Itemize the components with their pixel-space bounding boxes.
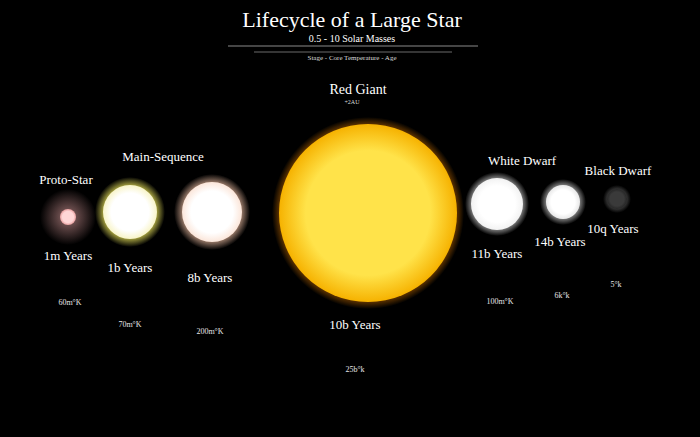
stage-name: Red Giant: [329, 83, 386, 97]
star-glow: [40, 189, 96, 245]
stage-name: Proto-Star: [39, 173, 92, 186]
star-glow: [540, 179, 586, 225]
star-body: [60, 209, 76, 225]
star-node: 1b Years70m°K: [95, 177, 165, 247]
star-glow: [465, 172, 529, 236]
star-figure: [603, 185, 631, 213]
star-glow: [174, 174, 250, 250]
temperature-label: 6k°k: [554, 292, 569, 300]
temperature-label: 60m°K: [58, 299, 81, 307]
stage-name: White Dwarf: [488, 154, 556, 167]
star-body: [182, 182, 242, 242]
star-node: 14b Years6k°k: [540, 179, 586, 225]
age-label: 1m Years: [44, 249, 92, 262]
temperature-label: 200m°K: [196, 328, 223, 336]
temperature-label: 5°k: [610, 281, 621, 289]
age-label: 1b Years: [108, 261, 153, 274]
star-figure: [465, 172, 529, 236]
title-rule: [228, 46, 478, 47]
star-figure: [540, 179, 586, 225]
star-body: [103, 185, 157, 239]
star-body: [546, 185, 580, 219]
star-node: Black Dwarf10q Years5°k: [603, 185, 631, 213]
stage-label: Main-Sequence: [122, 150, 204, 163]
star-node: Proto-Star1m Years60m°K: [40, 189, 96, 245]
size-note: +2AU: [344, 99, 359, 105]
star-glow: [272, 117, 464, 309]
age-label: 10b Years: [329, 318, 380, 331]
age-label: 8b Years: [188, 271, 233, 284]
column-key: Stage - Core Temperature - Age: [308, 55, 397, 62]
star-body: [607, 189, 627, 209]
temperature-label: 100m°K: [486, 298, 513, 306]
temperature-label: 70m°K: [118, 321, 141, 329]
star-figure: [174, 174, 250, 250]
age-label: 11b Years: [472, 247, 523, 260]
title-rule: [254, 52, 452, 53]
star-body: [279, 124, 457, 302]
title: Lifecycle of a Large Star: [242, 9, 461, 31]
star-node: White Dwarf11b Years100m°K: [465, 172, 529, 236]
temperature-label: 25b°k: [345, 366, 364, 374]
stage-name: Black Dwarf: [585, 164, 652, 177]
star-node: Red Giant+2AU10b Years25b°k: [272, 117, 464, 309]
star-figure: [40, 189, 96, 245]
star-glow: [95, 177, 165, 247]
star-figure: [272, 117, 464, 309]
age-label: 14b Years: [534, 235, 585, 248]
star-body: [471, 178, 523, 230]
star-glow: [603, 185, 631, 213]
age-label: 10q Years: [587, 222, 638, 235]
star-figure: [95, 177, 165, 247]
subtitle: 0.5 - 10 Solar Masses: [309, 34, 395, 44]
star-node: 8b Years200m°K: [174, 174, 250, 250]
